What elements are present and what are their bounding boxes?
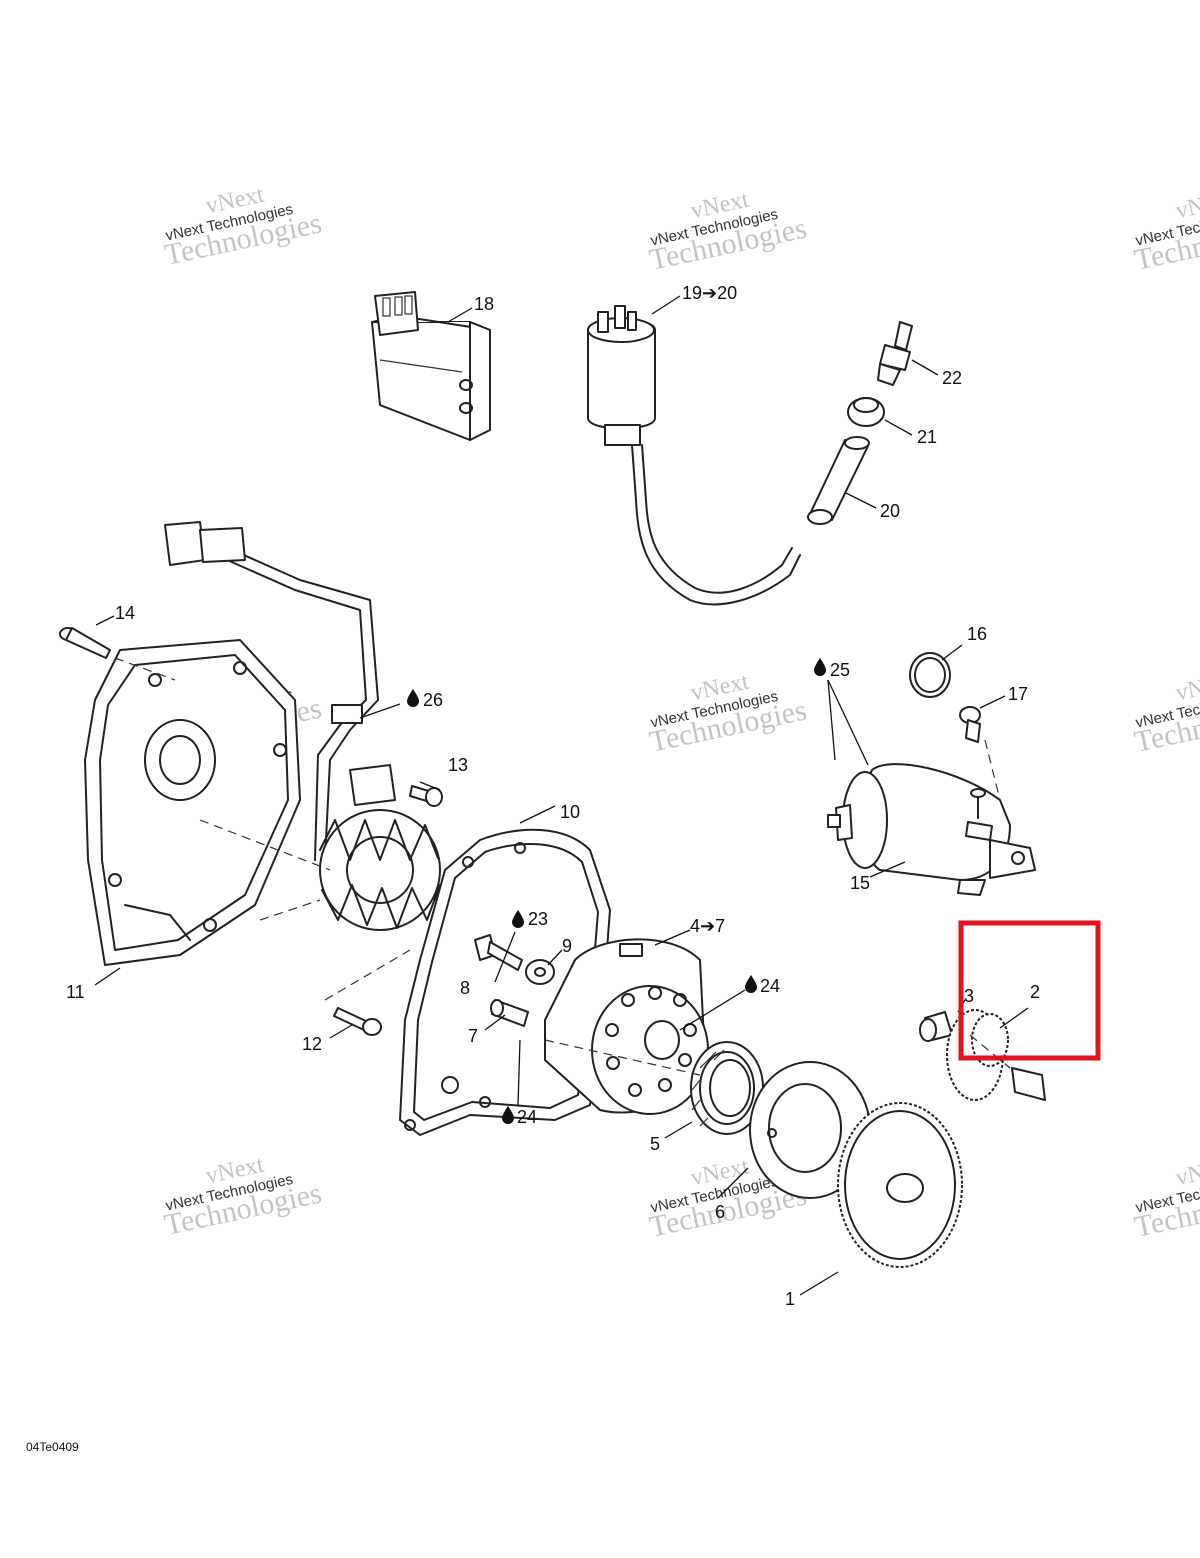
label-6[interactable]: 6 xyxy=(715,1202,725,1222)
oil-drop-icon xyxy=(745,975,757,993)
watermark-9: vNext vNext Technologies Technologies xyxy=(1132,1154,1200,1244)
part-11-magneto-cover[interactable] xyxy=(84,639,301,966)
watermark-1: vNext vNext Technologies Technologies xyxy=(162,182,325,272)
label-19[interactable]: 19➔20 xyxy=(682,283,737,303)
oil-drop-icon xyxy=(502,1106,514,1124)
part-2-starter-gear[interactable] xyxy=(946,1009,1046,1101)
watermark-3: vNext vNext Technologies Technologies xyxy=(1132,187,1200,277)
watermark-5: vNext vNext Technologies Technologies xyxy=(647,669,810,759)
label-18[interactable]: 18 xyxy=(474,294,494,314)
label-22[interactable]: 22 xyxy=(942,368,962,388)
part-5-clutch[interactable] xyxy=(690,1041,764,1135)
part-4-rotor[interactable] xyxy=(544,938,709,1115)
label-24a[interactable]: 24 xyxy=(760,976,780,996)
part-17-screw[interactable] xyxy=(959,706,981,743)
label-17[interactable]: 17 xyxy=(1008,684,1028,704)
label-16[interactable]: 16 xyxy=(967,624,987,644)
label-10[interactable]: 10 xyxy=(560,802,580,822)
label-24b[interactable]: 24 xyxy=(517,1107,537,1127)
label-9[interactable]: 9 xyxy=(562,936,572,956)
label-1[interactable]: 1 xyxy=(785,1289,795,1309)
part-3-bushing[interactable] xyxy=(919,1011,953,1042)
label-26[interactable]: 26 xyxy=(423,690,443,710)
label-23[interactable]: 23 xyxy=(528,909,548,929)
part-12-screw[interactable] xyxy=(333,1007,382,1036)
label-20[interactable]: 20 xyxy=(880,501,900,521)
label-13[interactable]: 13 xyxy=(448,755,468,775)
label-2[interactable]: 2 xyxy=(1030,982,1040,1002)
part-9-washer[interactable] xyxy=(525,959,555,985)
watermark-2: vNext vNext Technologies Technologies xyxy=(647,187,810,277)
callout-labels: 18 19➔20 22 21 20 14 26 13 10 11 12 8 23… xyxy=(66,283,1040,1309)
label-21[interactable]: 21 xyxy=(917,427,937,447)
label-7[interactable]: 7 xyxy=(468,1026,478,1046)
part-7-stud[interactable] xyxy=(490,999,529,1027)
part-10-gasket[interactable] xyxy=(399,828,611,1136)
part-8-bolt[interactable] xyxy=(474,934,523,971)
label-11[interactable]: 11 xyxy=(66,982,85,1002)
label-4[interactable]: 4➔7 xyxy=(690,916,725,936)
part-15-starter[interactable] xyxy=(827,763,1036,896)
part-19-ignition-coil[interactable] xyxy=(587,305,801,606)
label-3[interactable]: 3 xyxy=(964,986,974,1006)
label-12[interactable]: 12 xyxy=(302,1034,322,1054)
part-1-ring-gear[interactable] xyxy=(837,1102,963,1268)
leader-lines xyxy=(94,295,1029,1296)
drawing-code: 04Te0409 xyxy=(26,1440,79,1454)
part-16-o-ring[interactable] xyxy=(909,652,951,698)
highlight-box xyxy=(958,920,1101,1061)
assembly-lines xyxy=(114,657,1011,1076)
stator-assembly[interactable] xyxy=(164,521,441,931)
watermark-6: vNext vNext Technologies Technologies xyxy=(1132,669,1200,759)
label-25[interactable]: 25 xyxy=(830,660,850,680)
part-14-screw[interactable] xyxy=(59,627,111,659)
part-20-boot[interactable] xyxy=(807,436,870,525)
label-14[interactable]: 14 xyxy=(115,603,135,623)
oil-drop-icon xyxy=(814,658,826,676)
oil-drop-icon xyxy=(512,910,524,928)
watermark-7: vNext vNext Technologies Technologies xyxy=(162,1152,325,1242)
label-15[interactable]: 15 xyxy=(850,873,870,893)
label-8[interactable]: 8 xyxy=(460,978,470,998)
part-21-plug-cap[interactable] xyxy=(847,397,885,427)
part-22-spark-plug[interactable] xyxy=(877,321,913,386)
part-18-module[interactable] xyxy=(371,291,491,441)
oil-drop-icon xyxy=(407,689,419,707)
label-5[interactable]: 5 xyxy=(650,1134,660,1154)
